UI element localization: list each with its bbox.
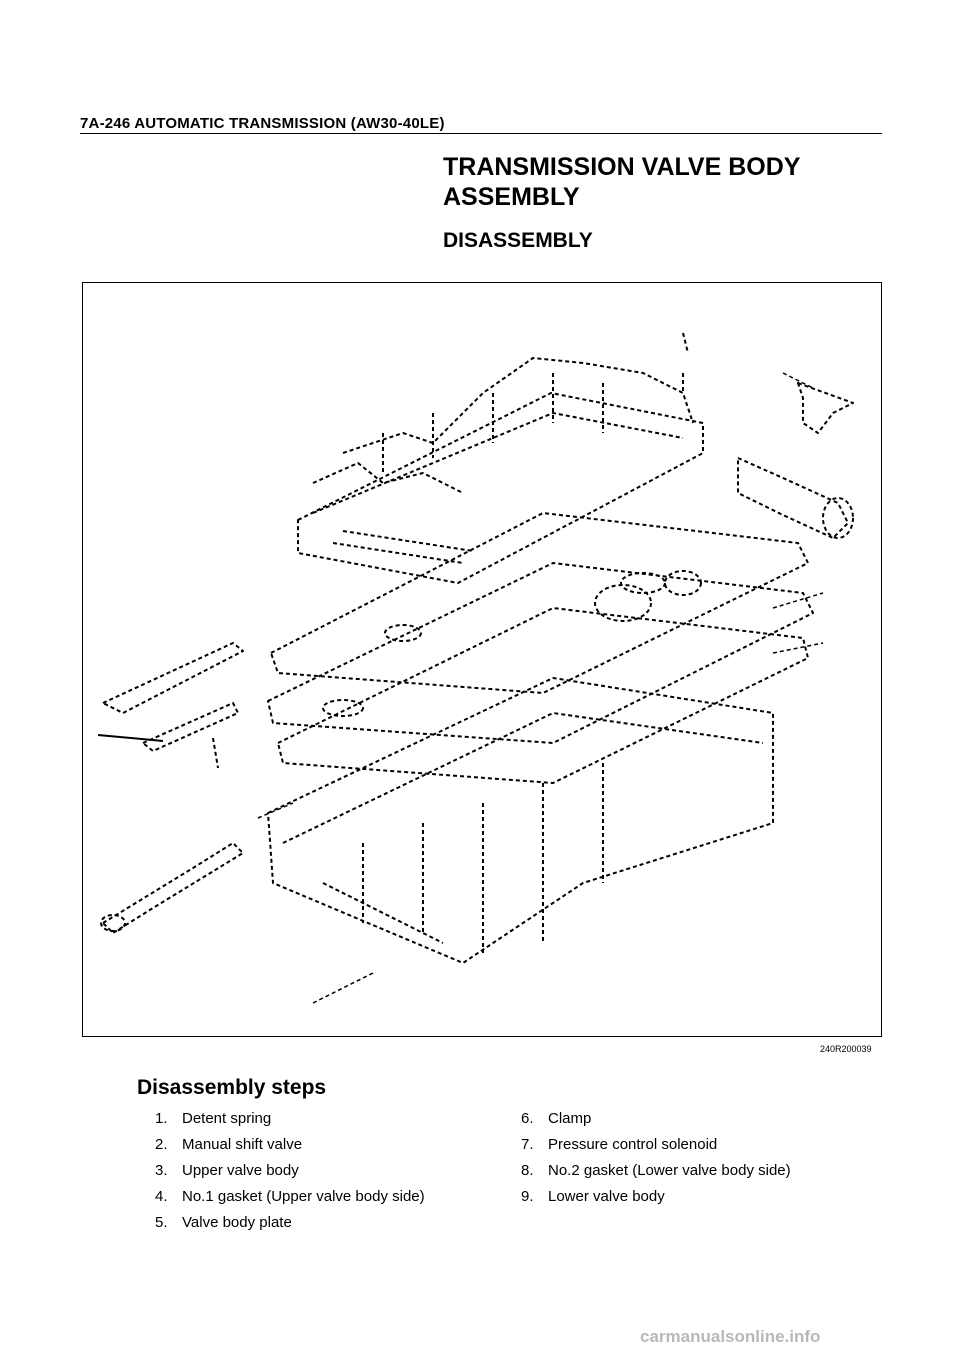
list-item: 6. Clamp [521, 1110, 791, 1136]
list-item: 1. Detent spring [155, 1110, 425, 1136]
pressure-control-solenoid-part [737, 457, 854, 539]
step-label: Valve body plate [182, 1214, 292, 1231]
steps-list-right: 6. Clamp 7. Pressure control solenoid 8. No… [521, 1110, 791, 1214]
list-item: 7. Pressure control solenoid [521, 1136, 791, 1162]
list-item: 9. Lower valve body [521, 1188, 791, 1214]
section-subtitle: DISASSEMBLY [443, 229, 593, 252]
step-number: 6. [521, 1110, 534, 1127]
detent-spring-part [97, 642, 244, 752]
clamp-part [212, 332, 854, 769]
step-number: 9. [521, 1188, 534, 1205]
manual-shift-valve-part [100, 842, 244, 934]
step-label: Clamp [548, 1110, 592, 1127]
step-label: No.2 gasket (Lower valve body side) [548, 1162, 791, 1179]
step-number: 4. [155, 1188, 168, 1205]
figure-code: 240R200039 [820, 1044, 872, 1054]
section-title: TRANSMISSION VALVE BODY ASSEMBLY [443, 153, 800, 211]
step-number: 7. [521, 1136, 534, 1153]
step-label: Manual shift valve [182, 1136, 303, 1153]
exploded-valve-body-diagram [82, 282, 882, 1037]
list-item: 3. Upper valve body [155, 1162, 425, 1188]
step-number: 1. [155, 1110, 168, 1127]
step-number: 8. [521, 1162, 534, 1179]
page-header: 7A-246 AUTOMATIC TRANSMISSION (AW30-40LE… [80, 115, 445, 132]
step-number: 5. [155, 1214, 168, 1231]
valve-body-plate-part [267, 562, 814, 744]
step-label: Lower valve body [548, 1188, 665, 1205]
no2-gasket-part [277, 607, 809, 784]
step-label: Upper valve body [182, 1162, 299, 1179]
footer-watermark: carmanualsonline.info [640, 1327, 821, 1346]
steps-heading: Disassembly steps [137, 1076, 327, 1099]
list-item: 4. No.1 gasket (Upper valve body side) [155, 1188, 425, 1214]
list-item: 8. No.2 gasket (Lower valve body side) [521, 1162, 791, 1188]
step-number: 3. [155, 1162, 168, 1179]
steps-list-left: 1. Detent spring 2. Manual shift valve 3. U… [155, 1110, 425, 1240]
list-item: 2. Manual shift valve [155, 1136, 425, 1162]
lower-valve-body-part [267, 677, 774, 964]
step-label: Detent spring [182, 1110, 272, 1127]
step-number: 2. [155, 1136, 168, 1153]
step-label: No.1 gasket (Upper valve body side) [182, 1188, 425, 1205]
header-rule [80, 133, 882, 134]
step-label: Pressure control solenoid [548, 1136, 718, 1153]
upper-valve-body-part [297, 357, 704, 584]
list-item: 5. Valve body plate [155, 1214, 425, 1240]
exploded-view-drawing [97, 332, 854, 1004]
